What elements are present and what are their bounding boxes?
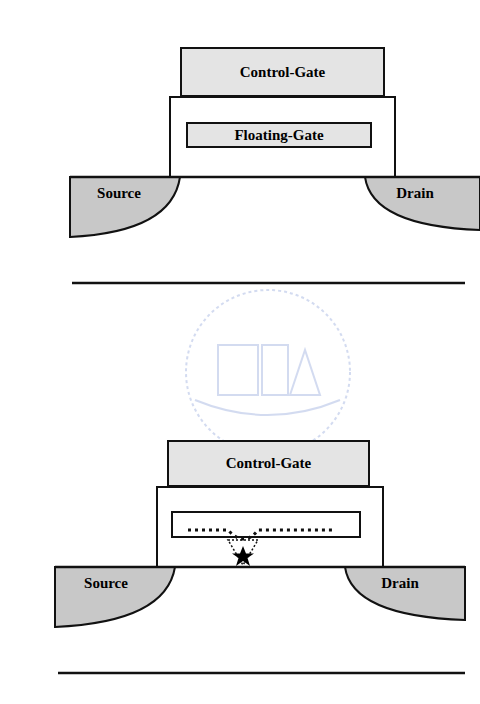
node-text: Control-Gate: [240, 64, 326, 81]
drain-label: Drain: [365, 572, 435, 595]
tunnel-path: [228, 540, 258, 565]
substrate-bottom: [72, 282, 465, 285]
control-gate: Control-Gate: [180, 47, 385, 97]
node-text: Source: [84, 575, 128, 592]
floating-gate: [172, 512, 360, 537]
node-text: Drain: [396, 185, 434, 202]
drain-region: [365, 177, 480, 230]
source-label: Source: [78, 182, 160, 205]
node-text: Floating-Gate: [234, 127, 323, 144]
substrate-surface: [55, 566, 465, 569]
watermark-logo: [186, 290, 350, 454]
substrate-surface: [70, 176, 480, 179]
top-transistor: [70, 97, 480, 283]
node-text: Drain: [381, 575, 419, 592]
source-region: [55, 567, 175, 627]
node-text: Control-Gate: [226, 455, 312, 472]
source-label: Source: [65, 572, 147, 595]
node-text: Source: [97, 185, 141, 202]
drain-region: [345, 567, 465, 620]
substrate-bottom: [58, 672, 465, 675]
trap-star: [232, 546, 254, 566]
floating-gate: Floating-Gate: [186, 122, 372, 148]
source-region: [70, 177, 180, 237]
oxide-layer: [157, 487, 383, 567]
control-gate: Control-Gate: [167, 440, 370, 487]
oxide-layer: [170, 97, 395, 177]
stored-charge: [188, 530, 334, 539]
drain-label: Drain: [380, 182, 450, 205]
bottom-transistor: [55, 487, 465, 673]
